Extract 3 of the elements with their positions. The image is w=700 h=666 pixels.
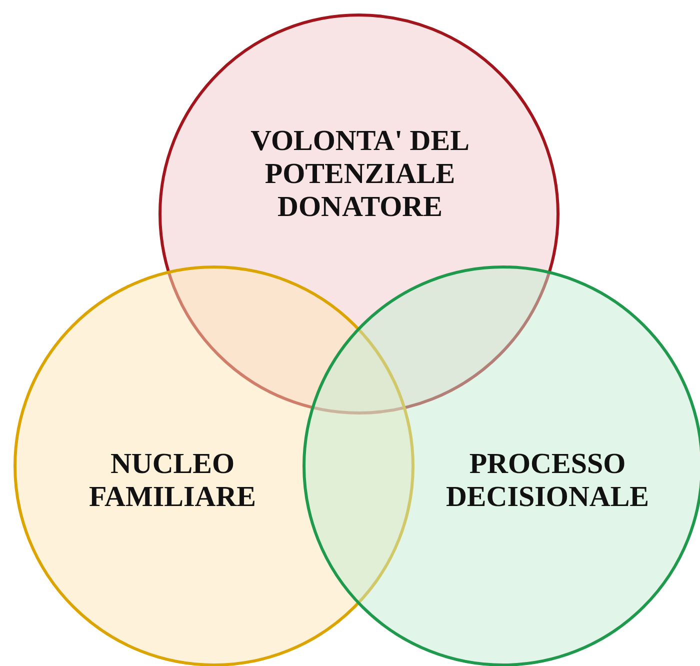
circle-label: NUCLEO FAMILIARE bbox=[88, 448, 258, 514]
circle-label: VOLONTA' DEL POTENZIALE DONATORE bbox=[250, 125, 470, 224]
circle-label: PROCESSO DECISIONALE bbox=[444, 448, 650, 514]
